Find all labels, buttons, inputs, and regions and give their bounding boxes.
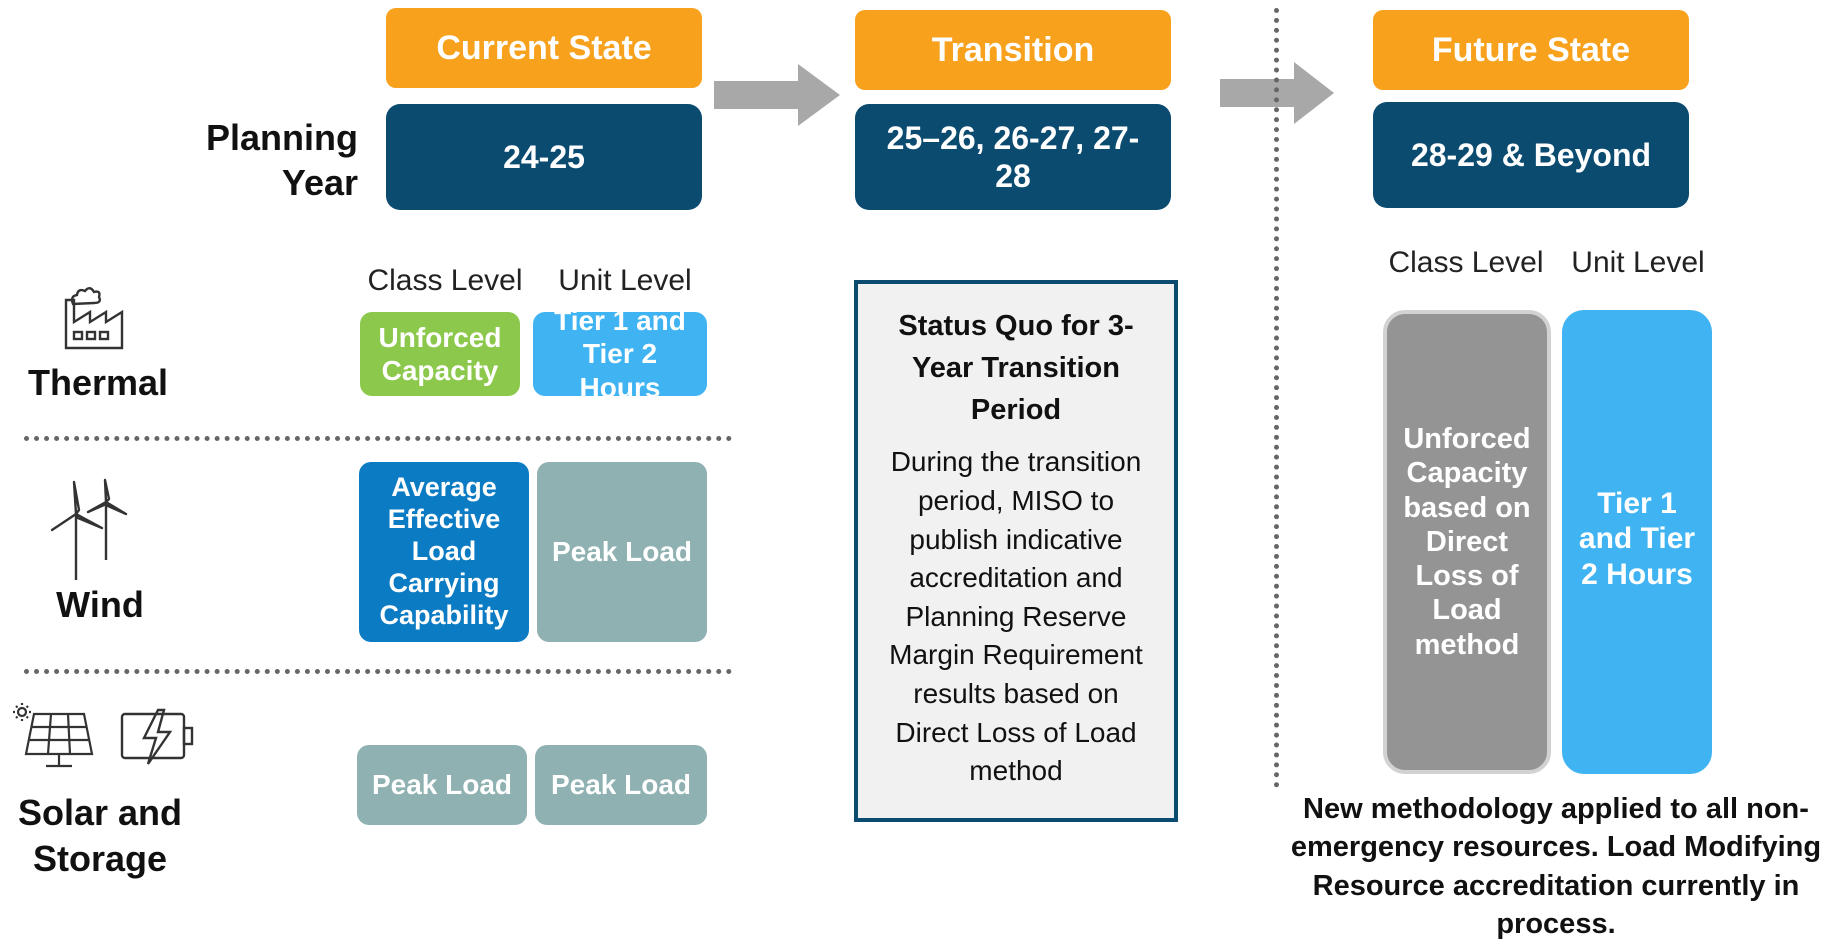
row-label-solar-storage: Solar and Storage (17, 792, 183, 879)
year-current: 24-25 (386, 104, 702, 210)
current-state-header: Current State (386, 8, 702, 88)
future-class-cell: Unforced Capacity based on Direct Loss o… (1383, 310, 1551, 774)
transition-status-title: Status Quo for 3-Year Transition Period (898, 310, 1134, 426)
battery-icon (118, 708, 198, 771)
future-state-header: Future State (1373, 10, 1689, 90)
right-arrow-icon (714, 64, 840, 126)
thermal-class-cell: Unforced Capacity (360, 312, 520, 396)
planning-year-label: Planning Year (206, 117, 358, 203)
solar-unit-cell: Peak Load (535, 745, 707, 825)
row-label-wind: Wind (56, 584, 144, 625)
wind-class-cell: Average Effective Load Carrying Capabili… (359, 462, 529, 642)
solar-panel-icon (12, 702, 98, 777)
row-divider (24, 436, 732, 441)
solar-class-cell: Peak Load (357, 745, 527, 825)
thermal-unit-cell: Tier 1 and Tier 2 Hours (533, 305, 707, 403)
wind-turbine-icon (50, 478, 130, 587)
class-level-label: Class Level (367, 264, 523, 297)
year-transition: 25–26, 26-27, 27-28 (855, 104, 1171, 210)
future-class-level-label: Class Level (1388, 246, 1544, 279)
future-divider (1274, 8, 1279, 788)
unit-level-label: Unit Level (558, 264, 692, 297)
future-unit-cell: Tier 1 and Tier 2 Hours (1562, 310, 1712, 774)
year-future: 28-29 & Beyond (1373, 102, 1689, 208)
factory-icon (60, 266, 140, 355)
transition-status-box: Status Quo for 3-Year Transition Period … (854, 280, 1178, 822)
transition-header: Transition (855, 10, 1171, 90)
row-label-thermal: Thermal (27, 362, 169, 403)
wind-unit-cell: Peak Load (537, 462, 707, 642)
future-unit-level-label: Unit Level (1571, 246, 1705, 279)
future-methodology-note: New methodology applied to all non-emerg… (1290, 793, 1822, 940)
row-divider (24, 669, 732, 674)
transition-status-body: During the transition period, MISO to pu… (889, 446, 1143, 787)
